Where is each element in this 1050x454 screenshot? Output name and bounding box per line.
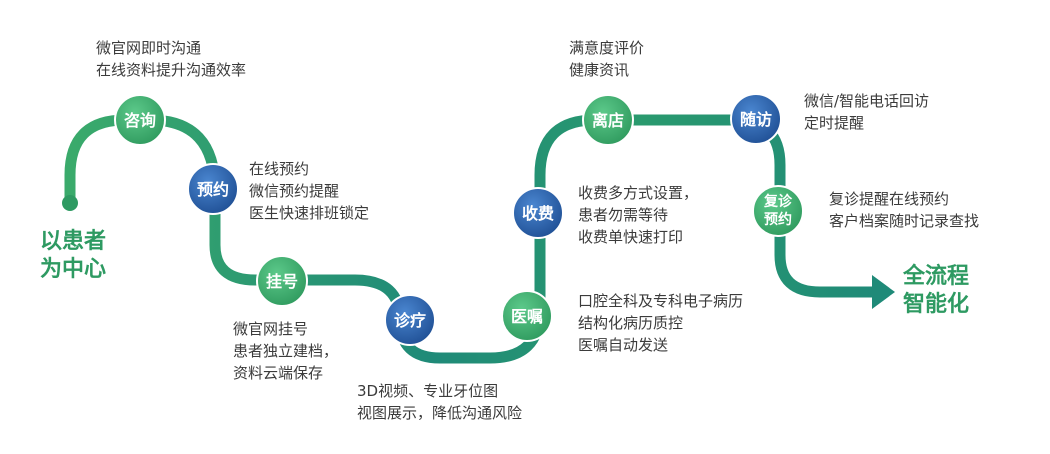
end-label: 全流程 智能化 <box>903 263 969 319</box>
desc-consult-line: 在线资料提升沟通效率 <box>96 61 247 79</box>
desc-advice-line: 医嘱自动发送 <box>578 336 669 354</box>
desc-register-line: 资料云端保存 <box>233 364 324 382</box>
step-label-followup: 随访 <box>740 110 772 129</box>
step-label-revisit-line1: 复诊 <box>763 193 793 210</box>
step-label-register: 挂号 <box>266 272 298 291</box>
step-node-register: 挂号 <box>256 255 308 307</box>
desc-appointment-line: 医生快速排班锁定 <box>249 204 370 222</box>
step-node-leave: 离店 <box>582 94 634 146</box>
step-node-payment: 收费 <box>512 187 564 239</box>
step-node-consult: 咨询 <box>114 94 166 146</box>
step-label-leave: 离店 <box>592 111 624 130</box>
desc-followup: 微信/智能电话回访 定时提醒 <box>804 90 929 134</box>
desc-revisit: 复诊提醒在线预约 客户档案随时记录查找 <box>829 188 979 232</box>
desc-register-line: 患者独立建档， <box>233 342 339 360</box>
end-arrow-icon <box>872 275 895 309</box>
end-label-line1: 全流程 <box>903 264 970 289</box>
desc-advice-line: 口腔全科及专科电子病历 <box>578 292 744 310</box>
step-node-followup: 随访 <box>730 93 782 145</box>
desc-revisit-line: 复诊提醒在线预约 <box>829 190 950 208</box>
desc-appointment: 在线预约 微信预约提醒 医生快速排班锁定 <box>249 158 369 224</box>
journey-path <box>64 114 884 364</box>
start-label-line2: 为中心 <box>40 257 107 282</box>
desc-register-line: 微官网挂号 <box>233 320 309 338</box>
start-label-line1: 以患者 <box>40 229 107 254</box>
step-node-appointment: 预约 <box>187 163 239 215</box>
desc-advice: 口腔全科及专科电子病历 结构化病历质控 医嘱自动发送 <box>578 290 743 356</box>
step-node-advice: 医嘱 <box>501 290 553 342</box>
step-label-advice: 医嘱 <box>511 307 543 326</box>
desc-appointment-line: 在线预约 <box>249 160 310 178</box>
desc-followup-line: 微信/智能电话回访 <box>804 92 930 110</box>
desc-appointment-line: 微信预约提醒 <box>249 182 340 200</box>
desc-revisit-line: 客户档案随时记录查找 <box>829 212 980 230</box>
desc-leave-line: 满意度评价 <box>569 39 645 57</box>
desc-followup-line: 定时提醒 <box>804 114 865 132</box>
start-label: 以患者 为中心 <box>40 228 106 284</box>
step-node-diagnosis: 诊疗 <box>384 294 436 346</box>
desc-consult: 微官网即时沟通 在线资料提升沟通效率 <box>96 37 246 81</box>
step-label-consult: 咨询 <box>124 111 156 130</box>
desc-register: 微官网挂号 患者独立建档， 资料云端保存 <box>233 318 338 384</box>
desc-payment: 收费多方式设置， 患者勿需等待 收费单快速打印 <box>578 182 698 248</box>
step-label-appointment: 预约 <box>197 180 229 199</box>
desc-payment-line: 收费单快速打印 <box>578 228 684 246</box>
start-dot <box>62 195 78 211</box>
desc-consult-line: 微官网即时沟通 <box>96 39 202 57</box>
desc-diagnosis-line: 3D视频、专业牙位图 <box>357 382 499 400</box>
step-label-payment: 收费 <box>522 204 554 223</box>
step-label-diagnosis: 诊疗 <box>394 311 426 330</box>
desc-leave: 满意度评价 健康资讯 <box>569 37 644 81</box>
step-node-revisit: 复诊 预约 <box>752 185 804 237</box>
desc-leave-line: 健康资讯 <box>569 61 630 79</box>
desc-diagnosis-line: 视图展示，降低沟通风险 <box>357 404 523 422</box>
desc-payment-line: 收费多方式设置， <box>578 184 699 202</box>
desc-payment-line: 患者勿需等待 <box>578 206 669 224</box>
step-label-revisit-line2: 预约 <box>764 211 792 228</box>
desc-diagnosis: 3D视频、专业牙位图 视图展示，降低沟通风险 <box>357 380 522 424</box>
desc-advice-line: 结构化病历质控 <box>578 314 684 332</box>
end-label-line2: 智能化 <box>903 292 970 317</box>
